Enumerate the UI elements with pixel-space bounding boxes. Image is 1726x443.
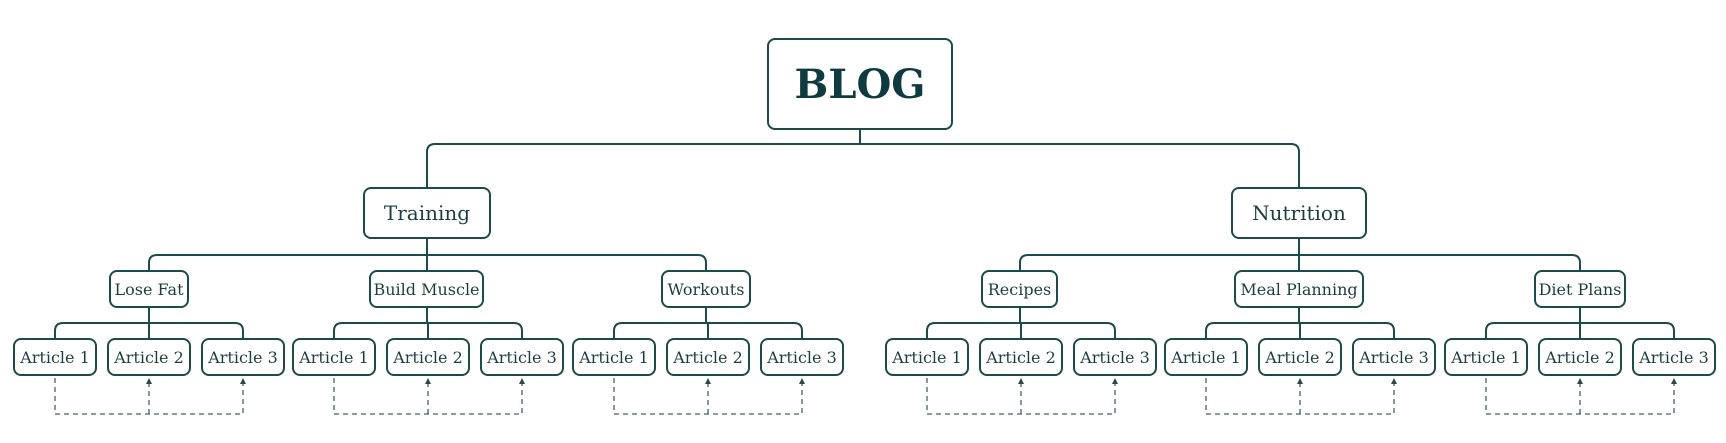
article-label: Article 2 xyxy=(393,347,463,367)
article-label: Article 1 xyxy=(299,347,369,367)
article-node: Article 1 xyxy=(13,338,97,376)
article-node: Article 2 xyxy=(1538,338,1622,376)
article-node: Article 3 xyxy=(1352,338,1436,376)
article-node: Article 1 xyxy=(1444,338,1528,376)
category-node-diet-plans: Diet Plans xyxy=(1534,270,1626,308)
section-label: Training xyxy=(383,201,471,225)
article-node: Article 2 xyxy=(107,338,191,376)
article-node: Article 3 xyxy=(1632,338,1716,376)
category-label: Diet Plans xyxy=(1538,279,1622,299)
article-node: Article 2 xyxy=(386,338,470,376)
category-label: Lose Fat xyxy=(114,279,184,299)
category-label: Recipes xyxy=(987,279,1052,299)
category-node-workouts: Workouts xyxy=(661,270,751,308)
article-label: Article 3 xyxy=(1080,347,1150,367)
article-node: Article 1 xyxy=(292,338,376,376)
article-label: Article 3 xyxy=(767,347,837,367)
arrow-up-icon xyxy=(1391,378,1397,384)
arrow-up-icon xyxy=(799,378,805,384)
category-node-lose-fat: Lose Fat xyxy=(109,270,189,308)
article-node: Article 3 xyxy=(201,338,285,376)
arrow-up-icon xyxy=(146,378,152,384)
arrow-up-icon xyxy=(1577,378,1583,384)
article-node: Article 3 xyxy=(760,338,844,376)
arrow-up-icon xyxy=(1297,378,1303,384)
arrow-up-icon xyxy=(1671,378,1677,384)
article-label: Article 1 xyxy=(1171,347,1241,367)
article-label: Article 1 xyxy=(892,347,962,367)
arrow-up-icon xyxy=(1112,378,1118,384)
root-node-blog: BLOG xyxy=(767,38,953,130)
connector-root-bus xyxy=(426,143,1300,187)
article-node: Article 2 xyxy=(979,338,1063,376)
article-label: Article 3 xyxy=(487,347,557,367)
category-label: Build Muscle xyxy=(373,279,480,299)
article-label: Article 2 xyxy=(1545,347,1615,367)
article-label: Article 3 xyxy=(1359,347,1429,367)
section-node-nutrition: Nutrition xyxy=(1231,187,1367,239)
category-label: Meal Planning xyxy=(1240,279,1358,299)
arrow-up-icon xyxy=(519,378,525,384)
article-label: Article 2 xyxy=(114,347,184,367)
category-node-build-muscle: Build Muscle xyxy=(369,270,484,308)
category-node-recipes: Recipes xyxy=(981,270,1058,308)
arrow-up-icon xyxy=(1018,378,1024,384)
article-node: Article 1 xyxy=(572,338,656,376)
article-label: Article 3 xyxy=(208,347,278,367)
arrow-up-icon xyxy=(705,378,711,384)
category-node-meal-planning: Meal Planning xyxy=(1234,270,1364,308)
root-label: BLOG xyxy=(794,60,926,108)
article-label: Article 2 xyxy=(1265,347,1335,367)
category-label: Workouts xyxy=(667,279,745,299)
article-node: Article 1 xyxy=(1164,338,1248,376)
arrow-up-icon xyxy=(425,378,431,384)
article-label: Article 2 xyxy=(986,347,1056,367)
article-label: Article 1 xyxy=(20,347,90,367)
article-label: Article 2 xyxy=(673,347,743,367)
article-node: Article 3 xyxy=(480,338,564,376)
section-label: Nutrition xyxy=(1252,201,1346,225)
article-label: Article 1 xyxy=(1451,347,1521,367)
arrow-up-icon xyxy=(240,378,246,384)
article-node: Article 3 xyxy=(1073,338,1157,376)
article-label: Article 1 xyxy=(579,347,649,367)
article-label: Article 3 xyxy=(1639,347,1709,367)
section-node-training: Training xyxy=(363,187,491,239)
article-node: Article 1 xyxy=(885,338,969,376)
article-node: Article 2 xyxy=(1258,338,1342,376)
article-node: Article 2 xyxy=(666,338,750,376)
